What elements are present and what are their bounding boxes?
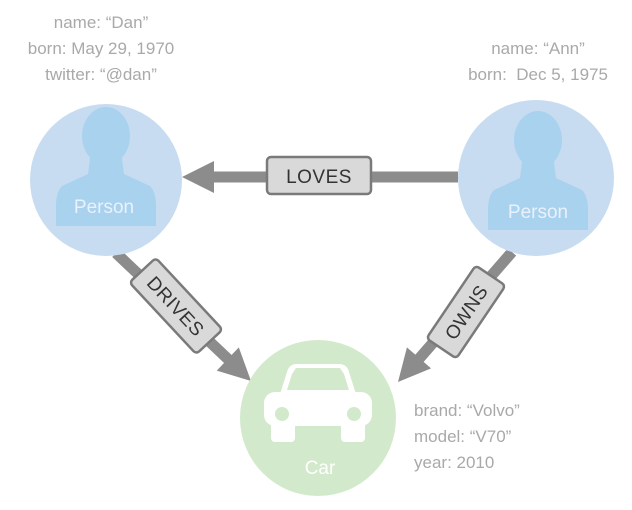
owns-arrowhead: [398, 347, 432, 382]
ann-property-name: name: “Ann”: [491, 39, 585, 58]
dan-property-born: born: May 29, 1970: [27, 39, 175, 58]
loves-label: LOVES: [286, 167, 352, 188]
dan-property-name: name: “Dan”: [53, 13, 149, 32]
drives-arrowhead: [216, 347, 251, 381]
node-person-ann: Person: [458, 100, 614, 256]
car-properties: brand: “Volvo” model: “V70” year: 2010: [414, 398, 520, 476]
car-property-model: model: “V70”: [414, 427, 512, 446]
person-icon: [56, 107, 156, 226]
relationship-drives: DRIVES: [112, 249, 251, 381]
dan-properties: name: “Dan” born: May 29, 1970 twitter: …: [0, 10, 202, 88]
node-person-dan: Person: [30, 104, 182, 256]
node-car: Car: [240, 340, 396, 496]
loves-arrowhead: [182, 161, 214, 193]
ann-property-born: born: Dec 5, 1975: [468, 65, 608, 84]
ann-properties: name: “Ann” born: Dec 5, 1975: [455, 36, 621, 88]
loves-label-box: [265, 155, 373, 196]
person-node-label: Person: [508, 202, 568, 223]
car-property-brand: brand: “Volvo”: [414, 401, 520, 420]
car-node-label: Car: [305, 458, 336, 479]
drives-label-box: [129, 258, 223, 354]
person-icon: [488, 111, 588, 230]
car-icon: [264, 364, 372, 442]
person-node-label: Person: [74, 197, 134, 218]
owns-label-box: [426, 265, 506, 359]
dan-property-twitter: twitter: “@dan”: [45, 65, 157, 84]
car-property-year: year: 2010: [414, 453, 495, 472]
relationship-loves: LOVES: [182, 155, 458, 196]
relationship-owns: OWNS: [398, 248, 517, 382]
